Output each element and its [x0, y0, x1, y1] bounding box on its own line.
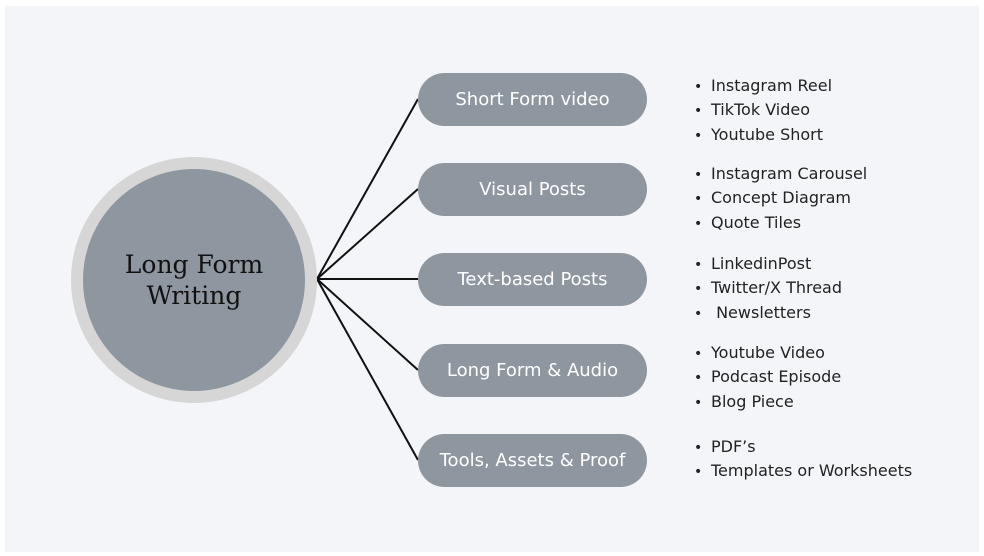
list-item: •Blog Piece [694, 390, 841, 414]
bullet-icon: • [694, 127, 703, 144]
list-item: •Youtube Video [694, 341, 841, 365]
list-item: •TikTok Video [694, 98, 832, 122]
center-node-title-line1: Long Form [124, 250, 264, 279]
bullet-icon: • [694, 257, 703, 273]
category-label: Long Form & Audio [446, 360, 619, 381]
bullet-icon: • [694, 370, 703, 387]
item-list-short-form-video: •Instagram Reel •TikTok Video •Youtube S… [694, 74, 832, 147]
connector-line-short-form [316, 98, 419, 280]
connector-line-tools-assets [316, 278, 419, 461]
bullet-icon: • [694, 281, 703, 298]
category-node-tools-assets-proof: Tools, Assets & Proof [418, 434, 647, 487]
list-item: •LinkedinPost [694, 252, 842, 276]
list-item: •Quote Tiles [694, 211, 867, 235]
bullet-icon: • [694, 167, 703, 183]
category-node-short-form-video: Short Form video [418, 73, 647, 126]
connector-line-visual-posts [316, 188, 419, 280]
item-list-long-form-audio: •Youtube Video •Podcast Episode •Blog Pi… [694, 341, 841, 414]
category-node-long-form-audio: Long Form & Audio [418, 344, 647, 397]
bullet-icon: • [694, 440, 703, 456]
bullet-icon: • [694, 464, 703, 481]
center-node: Long Form Writing [83, 169, 305, 391]
bullet-icon: • [694, 103, 703, 120]
list-item: •Youtube Short [694, 123, 832, 147]
bullet-icon: • [694, 191, 703, 208]
bullet-icon: • [694, 394, 703, 411]
center-node-title-line2: Writing [146, 281, 242, 310]
bullet-icon: • [694, 79, 703, 95]
item-list-text-based-posts: •LinkedinPost •Twitter/X Thread • Newsle… [694, 252, 842, 325]
category-label: Text-based Posts [457, 269, 608, 290]
category-label: Short Form video [455, 89, 610, 110]
category-node-text-based-posts: Text-based Posts [418, 253, 647, 306]
list-item: •Instagram Carousel [694, 162, 867, 186]
list-item: • Newsletters [694, 301, 842, 325]
list-item: •Templates or Worksheets [694, 459, 912, 483]
category-label: Visual Posts [479, 179, 586, 200]
item-list-tools-assets-proof: •PDF’s •Templates or Worksheets [694, 435, 912, 484]
list-item: •Podcast Episode [694, 365, 841, 389]
list-item: •Twitter/X Thread [694, 276, 842, 300]
bullet-icon: • [694, 346, 703, 362]
list-item: •Concept Diagram [694, 186, 867, 210]
list-item: •PDF’s [694, 435, 912, 459]
category-node-visual-posts: Visual Posts [418, 163, 647, 216]
bullet-icon: • [694, 215, 703, 232]
bullet-icon: • [694, 305, 703, 322]
item-list-visual-posts: •Instagram Carousel •Concept Diagram •Qu… [694, 162, 867, 235]
category-label: Tools, Assets & Proof [439, 450, 626, 471]
list-item: •Instagram Reel [694, 74, 832, 98]
connector-line-long-form-audio [316, 278, 419, 371]
